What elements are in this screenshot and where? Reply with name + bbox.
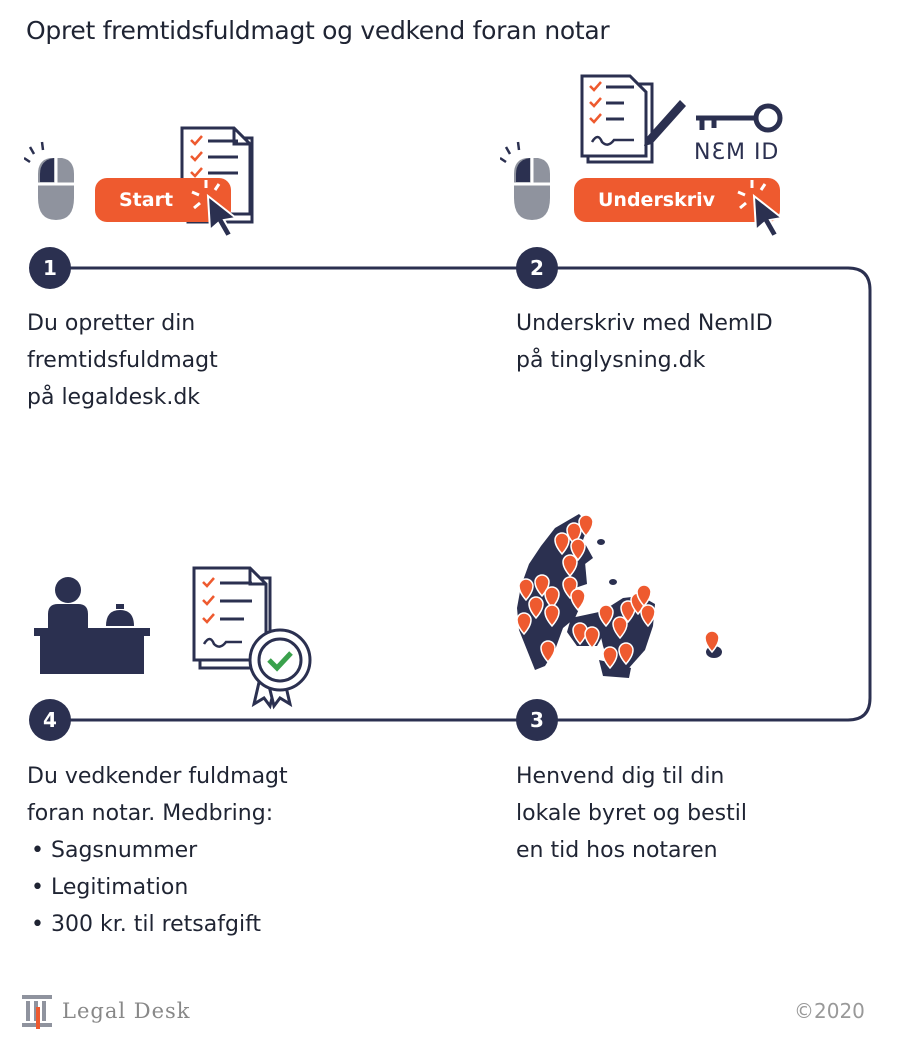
step-number-3: 3 — [516, 699, 558, 741]
step2-line: på tinglysning.dk — [516, 348, 706, 373]
step2-illustration — [500, 74, 783, 220]
step1-description: Du opretter din fremtidsfuldmagt på lega… — [27, 305, 218, 416]
step-number-2: 2 — [516, 247, 558, 289]
key-icon — [696, 103, 783, 133]
list-item: Sagsnummer — [27, 832, 288, 869]
step4-illustration — [34, 566, 312, 710]
start-button-label: Start — [119, 189, 174, 211]
page-title: Opret fremtidsfuldmagt og vedkend foran … — [26, 16, 610, 45]
seal-check-icon — [248, 628, 312, 710]
step4-description: Du vedkender fuldmagt foran notar. Medbr… — [27, 758, 288, 943]
mouse-icon — [500, 141, 550, 220]
denmark-map-icon — [516, 514, 722, 678]
step4-line: Du vedkender fuldmagt — [27, 764, 288, 789]
underskriv-button-label: Underskriv — [598, 189, 716, 211]
step1-line: på legaldesk.dk — [27, 385, 201, 410]
location-pin-icon — [516, 514, 720, 670]
step1-line: fremtidsfuldmagt — [27, 348, 218, 373]
bring-list: Sagsnummer Legitimation 300 kr. til rets… — [27, 832, 288, 943]
underskriv-button[interactable]: Underskriv — [574, 178, 780, 222]
step3-line: lokale byret og bestil — [516, 801, 747, 826]
service-bell-icon — [106, 604, 134, 626]
nemid-badge: NƐM ID — [694, 140, 780, 165]
signing-pen-icon — [580, 74, 686, 164]
step-number-1: 1 — [29, 247, 71, 289]
step-number-4: 4 — [29, 699, 71, 741]
step4-line: foran notar. Medbring: — [27, 801, 274, 826]
list-item: Legitimation — [27, 869, 288, 906]
step3-line: Henvend dig til din — [516, 764, 725, 789]
step3-line: en tid hos notaren — [516, 838, 718, 863]
list-item: 300 kr. til retsafgift — [27, 906, 288, 943]
step1-line: Du opretter din — [27, 311, 196, 336]
reception-desk-icon — [34, 577, 150, 674]
brand-logo-text: Legal Desk — [62, 999, 191, 1023]
certified-document-icon — [192, 566, 272, 670]
cursor-click-icon — [737, 180, 785, 239]
columns-logo-icon — [22, 995, 52, 1029]
step3-description: Henvend dig til din lokale byret og best… — [516, 758, 747, 869]
step2-description: Underskriv med NemID på tinglysning.dk — [516, 305, 773, 379]
copyright-text: ©2020 — [794, 999, 865, 1023]
cursor-click-icon — [191, 180, 239, 239]
step2-line: Underskriv med NemID — [516, 311, 773, 336]
mouse-icon — [24, 141, 74, 220]
